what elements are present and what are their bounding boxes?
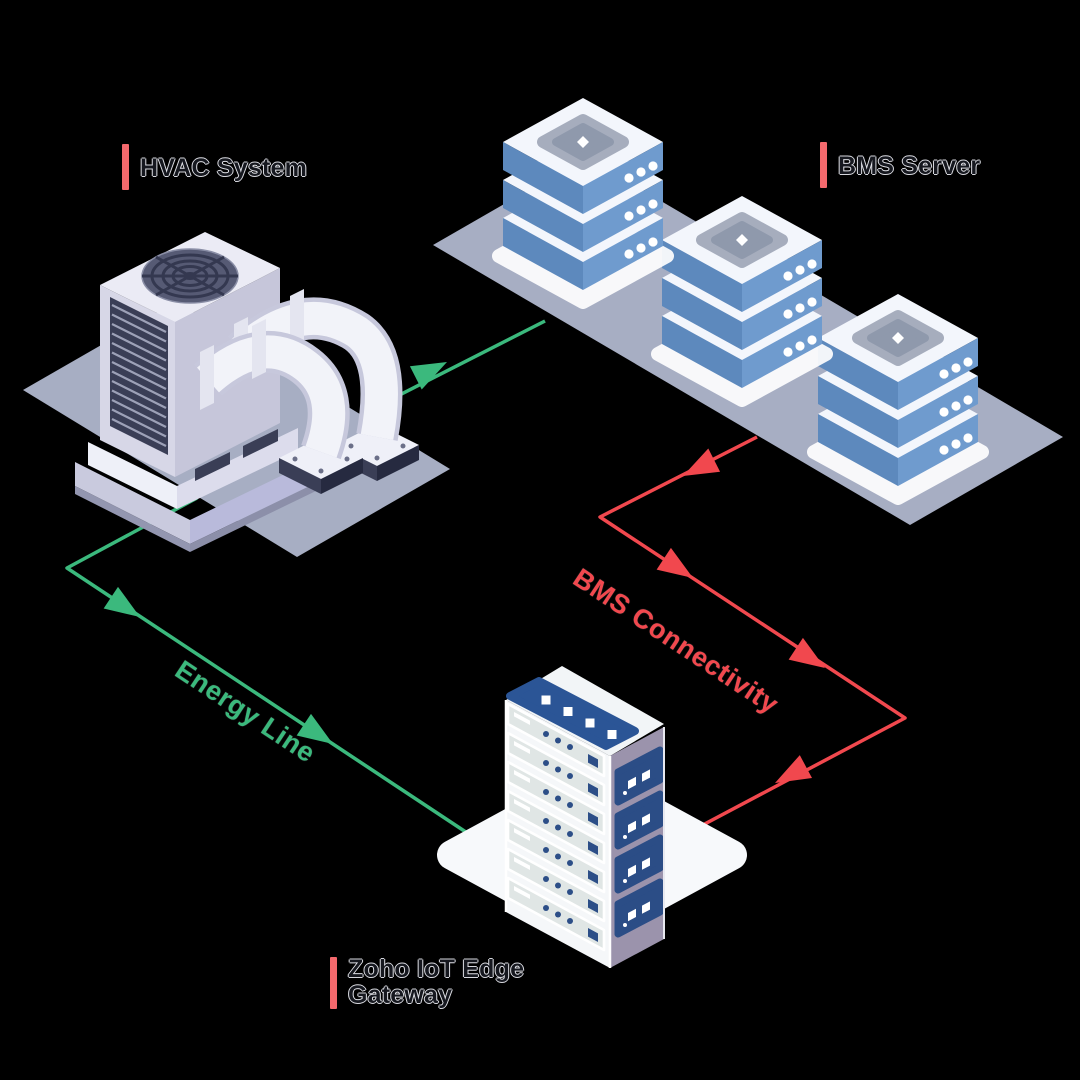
server-stack-1 [499, 98, 667, 302]
bms-connectivity-connector [598, 435, 907, 847]
hvac-label: HVAC System [140, 154, 308, 182]
gateway-tower-illustration [504, 666, 665, 968]
hvac-label-accent-bar [122, 144, 129, 190]
bms-label-accent-bar [820, 142, 827, 188]
fan-icon [141, 248, 239, 304]
energy-arrow-icon [103, 586, 148, 628]
gateway-label-accent-bar [330, 957, 337, 1009]
hvac-unit-illustration [75, 232, 419, 552]
gateway-top-panel [506, 677, 639, 750]
bms-server-label: BMS Server [838, 152, 981, 180]
bms-arrow-icon [656, 547, 701, 589]
bms-arrow-icon [677, 448, 721, 488]
gateway-label: Zoho IoT Edge Gateway [348, 955, 525, 1009]
vent-louvers [111, 304, 167, 447]
